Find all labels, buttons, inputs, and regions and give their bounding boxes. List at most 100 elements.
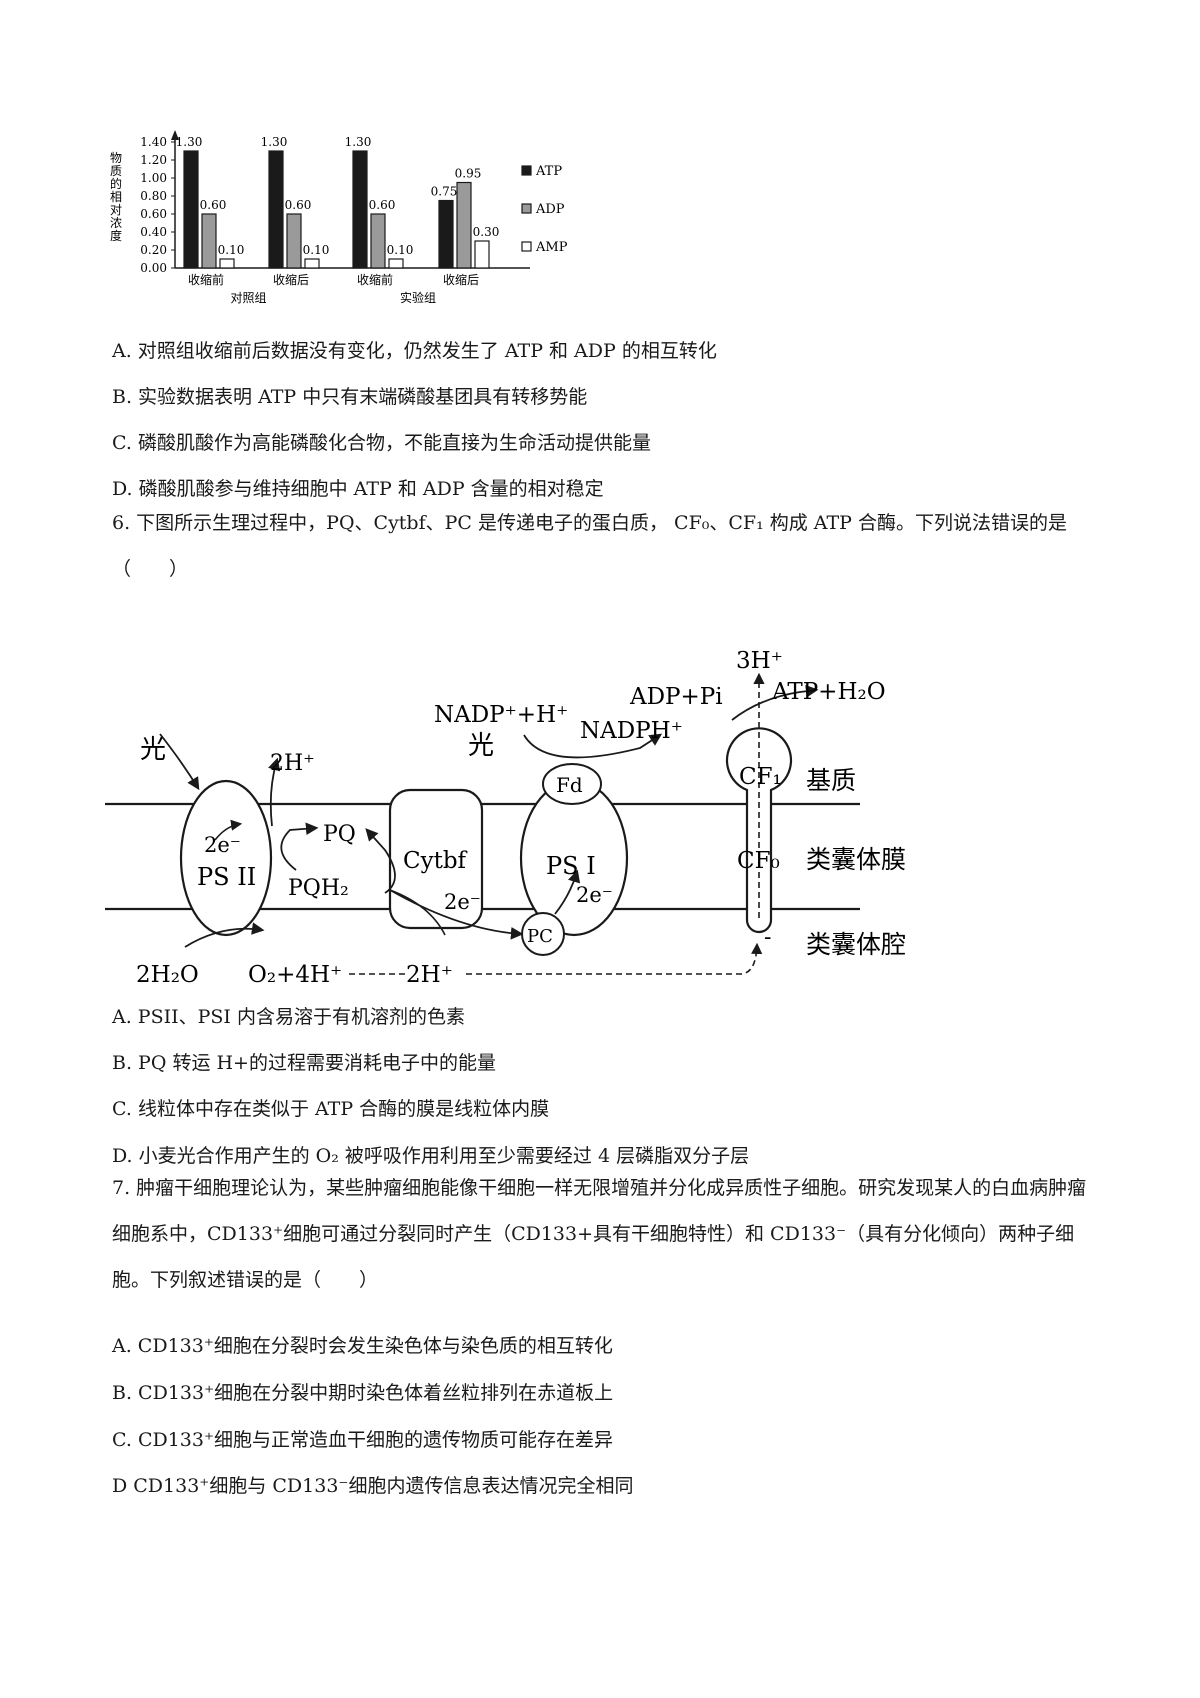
- h-up-arrow: [268, 757, 281, 827]
- lumen-label: 类囊体腔: [806, 930, 906, 959]
- q5-option-b: B. 实验数据表明 ATP 中只有末端磷酸基团具有转移势能: [112, 386, 588, 408]
- y-axis-label-char: 相: [110, 190, 122, 204]
- data-label: 0.30: [473, 225, 500, 239]
- q7-stem: 7. 肿瘤干细胞理论认为，某些肿瘤细胞能像干细胞一样无限增殖并分化成异质性子细胞…: [112, 1177, 1087, 1291]
- category-label: 收缩前: [357, 272, 393, 287]
- y-tick-label: 1.20: [140, 153, 167, 167]
- q7-option-a: A. CD133⁺细胞在分裂时会发生染色体与染色质的相互转化: [112, 1335, 613, 1357]
- bar-adp: [286, 213, 302, 269]
- legend-swatch: [521, 241, 532, 252]
- h3-label: 3H⁺: [736, 648, 783, 674]
- h-bottom-label: 2H⁺: [406, 962, 453, 988]
- o2-label: O₂+4H⁺: [248, 962, 342, 988]
- bar-atp: [183, 150, 199, 269]
- q6-option-b: B. PQ 转运 H+的过程需要消耗电子中的能量: [112, 1052, 496, 1074]
- bar-amp: [474, 240, 490, 269]
- chart-bars: 1.30 0.60 0.10 收缩前 1.30 0.60 0.10 收缩后 1.30 0.60 0.…: [176, 135, 500, 305]
- atp-synthase: [725, 727, 793, 934]
- water-split-arrow: [184, 922, 265, 948]
- nadp-label: NADP⁺+H⁺: [434, 702, 568, 728]
- y-tick-label: 0.80: [140, 189, 167, 203]
- q7-option-b: B. CD133⁺细胞在分裂中期时染色体着丝粒排列在赤道板上: [112, 1382, 614, 1404]
- category-label: 收缩后: [443, 272, 479, 287]
- pqh2-to-lumen: [389, 889, 446, 936]
- data-label: 1.30: [345, 135, 372, 149]
- legend-swatch: [521, 165, 532, 176]
- q5-option-c: C. 磷酸肌酸作为高能磷酸化合物，不能直接为生命活动提供能量: [112, 432, 651, 454]
- adp-label: ADP+Pi: [629, 684, 723, 710]
- group-label: 实验组: [400, 290, 436, 305]
- data-label: 0.60: [200, 198, 227, 212]
- y-axis-label-char: 度: [110, 228, 122, 243]
- category-label: 收缩后: [273, 272, 309, 287]
- legend-label: ADP: [535, 202, 565, 217]
- y-axis-label-char: 的: [110, 176, 122, 191]
- atp-arrow: [731, 684, 819, 721]
- data-label: 1.30: [176, 135, 203, 149]
- y-axis-label-char: 质: [110, 164, 122, 178]
- y-tick-label: 0.60: [140, 207, 167, 221]
- pqh2-label: PQH₂: [288, 876, 349, 901]
- bar-atp: [438, 199, 454, 269]
- y-axis-arrow: [171, 130, 179, 140]
- bar-amp: [388, 258, 404, 269]
- light-label-2: 光: [468, 731, 494, 761]
- pq-label: PQ: [323, 822, 356, 847]
- e-ps2-label: 2e⁻: [204, 833, 241, 857]
- y-tick-label: 0.20: [140, 243, 167, 257]
- pc-to-ps1-arrow: [554, 869, 581, 915]
- cf0-label: CF₀: [737, 848, 780, 874]
- bar-adp: [201, 213, 217, 269]
- q6-option-a: A. PSII、PSI 内含易溶于有机溶剂的色素: [112, 1006, 465, 1028]
- bar-amp: [219, 258, 235, 269]
- y-axis-label-char: 物: [110, 151, 122, 165]
- pqh2-to-pc-arrow: [389, 889, 524, 940]
- bar-atp: [268, 150, 284, 269]
- photosynthesis-diagram: 光 2H⁺ 2e⁻ PS II PQ PQH₂ Cytbf 2e⁻ PC PS …: [105, 648, 906, 988]
- data-label: 0.60: [369, 198, 396, 212]
- ps2-label: PS II: [197, 863, 256, 891]
- cytbf-label: Cytbf: [403, 848, 468, 874]
- legend-swatch: [521, 203, 532, 214]
- cf1-label: CF₁: [739, 764, 782, 790]
- legend-label: AMP: [535, 240, 568, 255]
- fd-label: Fd: [556, 773, 583, 797]
- stroma-label: 基质: [806, 766, 856, 795]
- q5-option-d: D. 磷酸肌酸参与维持细胞中 ATP 和 ADP 含量的相对稳定: [112, 478, 604, 500]
- y-tick-label: 0.00: [140, 261, 167, 275]
- nadph-label: NADPH⁺: [580, 718, 683, 744]
- data-label: 0.10: [387, 243, 414, 257]
- q6-option-d: D. 小麦光合作用产生的 O₂ 被呼吸作用利用至少需要经过 4 层磷脂双分子层: [112, 1145, 750, 1167]
- category-label: 收缩前: [188, 272, 224, 287]
- light-label-1: 光: [140, 735, 166, 765]
- y-axis-label-char: 浓: [110, 216, 122, 230]
- minus-sign: -: [764, 925, 771, 950]
- pc-label: PC: [527, 926, 553, 947]
- bar-adp: [456, 181, 472, 269]
- pqh2-to-pq-arrow: [365, 828, 396, 894]
- data-label: 0.10: [218, 243, 245, 257]
- q6-stem: 6. 下图所示生理过程中，PQ、Cytbf、PC 是传递电子的蛋白质， CF₀、…: [112, 512, 1067, 580]
- bar-amp: [304, 258, 320, 269]
- bar-atp: [352, 150, 368, 269]
- data-label: 0.75: [431, 185, 458, 199]
- fd-ellipse: [542, 763, 602, 805]
- q7-option-d: D CD133⁺细胞与 CD133⁻细胞内遗传信息表达情况完全相同: [112, 1475, 634, 1497]
- ps2-ellipse: [179, 779, 273, 937]
- y-axis-label-char: 对: [110, 203, 122, 217]
- bar-adp: [370, 213, 386, 269]
- nadp-arrow: [523, 733, 663, 759]
- y-tick-label: 1.40: [140, 135, 167, 149]
- data-label: 0.95: [455, 167, 482, 181]
- ps1-label: PS I: [546, 852, 596, 880]
- q6-option-c: C. 线粒体中存在类似于 ATP 合酶的膜是线粒体内膜: [112, 1098, 550, 1120]
- membrane-label: 类囊体膜: [806, 845, 906, 874]
- legend-label: ATP: [535, 164, 562, 179]
- q5-option-a: A. 对照组收缩前后数据没有变化，仍然发生了 ATP 和 ADP 的相互转化: [112, 340, 717, 362]
- y-tick-label: 1.00: [140, 171, 167, 185]
- ps2-electron-arrow: [214, 819, 243, 841]
- data-label: 0.60: [285, 198, 312, 212]
- data-label: 1.30: [261, 135, 288, 149]
- pq-to-pqh2-arrow: [280, 822, 319, 871]
